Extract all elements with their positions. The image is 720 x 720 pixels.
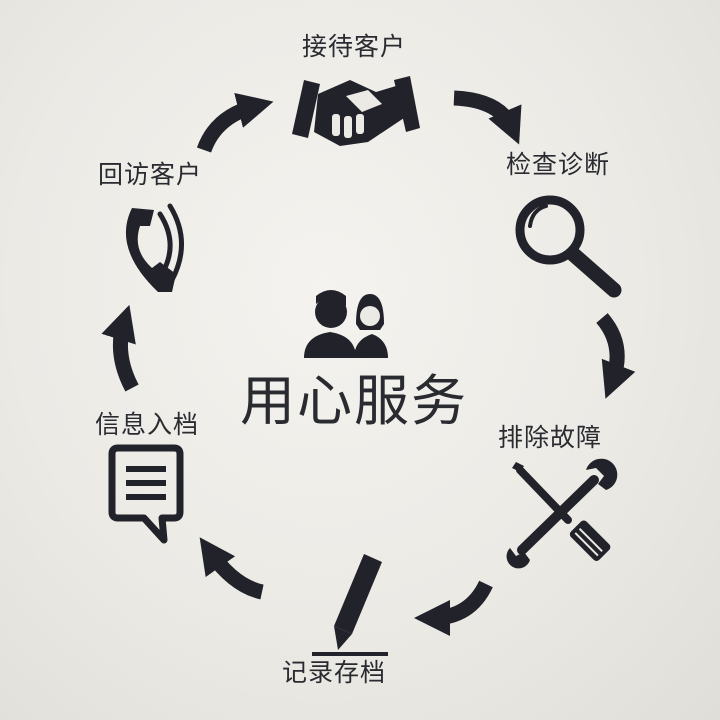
handshake-icon [292,76,420,146]
step-label-reception: 接待客户 [302,32,407,61]
cycle-arrow-callback-to-reception [196,92,274,153]
cycle-arrow-archive-to-callback [101,304,139,392]
cycle-arrow-repair-to-record [414,580,493,636]
phone-icon [125,203,184,292]
cycle-arrow-reception-to-inspect [453,90,522,145]
step-label-archive: 信息入档 [95,410,200,439]
center-title: 用心服务 [240,369,469,433]
step-label-callback: 回访客户 [98,160,203,189]
step-label-repair: 排除故障 [498,423,603,452]
cycle-arrow-inspect-to-repair [596,313,636,399]
step-label-record: 记录存档 [282,658,387,687]
wrench-screwdriver-icon [506,458,618,569]
customers-icon [304,290,388,358]
step-label-inspect: 检查诊断 [506,150,611,179]
document-message-icon [108,444,184,544]
cycle-arrow-record-to-archive [199,537,264,600]
pen-icon [312,554,388,656]
magnifier-icon [515,195,622,298]
